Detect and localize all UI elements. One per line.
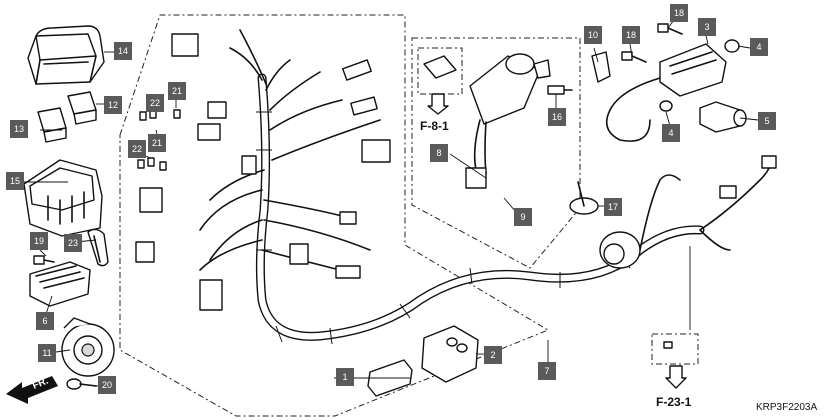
svg-text:17: 17 xyxy=(608,202,618,212)
harness-connectors xyxy=(135,33,391,311)
callout-2: 2 xyxy=(484,346,502,364)
relay-12 xyxy=(67,91,97,125)
svg-text:22: 22 xyxy=(132,144,142,154)
callout-20: 20 xyxy=(98,376,116,394)
svg-text:21: 21 xyxy=(152,138,162,148)
callout-18b: 18 xyxy=(622,26,640,44)
callout-6: 6 xyxy=(36,312,54,330)
callout-13: 13 xyxy=(10,120,28,138)
svg-text:1: 1 xyxy=(342,372,347,382)
harness-boot xyxy=(599,231,641,269)
diagram-code: KRP3F2203A xyxy=(756,402,817,413)
ignition-coil xyxy=(591,23,747,142)
callout-4b: 4 xyxy=(662,124,680,142)
callout-22b: 22 xyxy=(128,140,146,158)
callout-8: 8 xyxy=(430,144,448,162)
svg-text:6: 6 xyxy=(42,316,47,326)
ignition-switch-outline xyxy=(411,37,581,269)
svg-text:16: 16 xyxy=(552,112,562,122)
regulator-rectifier xyxy=(29,261,91,307)
svg-text:10: 10 xyxy=(588,30,598,40)
ref-label-f231: F-23-1 xyxy=(656,395,692,409)
svg-text:15: 15 xyxy=(10,176,20,186)
callout-4a: 4 xyxy=(750,38,768,56)
callout-14: 14 xyxy=(114,42,132,60)
callout-11: 11 xyxy=(38,344,56,362)
callout-5: 5 xyxy=(758,112,776,130)
leader-lines xyxy=(24,19,759,387)
svg-text:19: 19 xyxy=(34,236,44,246)
ref-arrow-f81 xyxy=(427,93,449,115)
callout-10: 10 xyxy=(584,26,602,44)
callout-21a: 21 xyxy=(168,82,186,100)
part-2-control-unit xyxy=(421,325,479,383)
fuse-box xyxy=(23,159,103,237)
svg-text:12: 12 xyxy=(108,100,118,110)
svg-text:18: 18 xyxy=(626,30,636,40)
svg-text:2: 2 xyxy=(490,350,495,360)
svg-text:7: 7 xyxy=(544,366,549,376)
front-direction-arrow: FR. xyxy=(6,375,58,404)
callout-7: 7 xyxy=(538,362,556,380)
callout-1: 1 xyxy=(336,368,354,386)
right-connectors xyxy=(719,155,777,199)
svg-text:5: 5 xyxy=(764,116,769,126)
main-harness-outline xyxy=(119,14,550,417)
callout-22a: 22 xyxy=(146,94,164,112)
callout-12: 12 xyxy=(104,96,122,114)
svg-text:9: 9 xyxy=(520,212,525,222)
svg-text:21: 21 xyxy=(172,86,182,96)
svg-text:8: 8 xyxy=(436,148,441,158)
callout-16: 16 xyxy=(548,108,566,126)
callout-21b: 21 xyxy=(148,134,166,152)
callout-15: 15 xyxy=(6,172,24,190)
harness-clamp xyxy=(569,181,599,215)
callout-19: 19 xyxy=(30,232,48,250)
svg-text:22: 22 xyxy=(150,98,160,108)
svg-text:14: 14 xyxy=(118,46,128,56)
band-clip xyxy=(87,228,109,267)
bolt-19 xyxy=(33,255,55,265)
svg-text:13: 13 xyxy=(14,124,24,134)
svg-text:4: 4 xyxy=(668,128,673,138)
ignition-switch xyxy=(423,53,573,189)
horn xyxy=(61,317,115,377)
ref-arrow-f231 xyxy=(665,365,687,389)
svg-text:3: 3 xyxy=(704,22,709,32)
svg-text:4: 4 xyxy=(756,42,761,52)
callout-3: 3 xyxy=(698,18,716,36)
callout-23: 23 xyxy=(64,234,82,252)
svg-text:20: 20 xyxy=(102,380,112,390)
callout-17: 17 xyxy=(604,198,622,216)
bolt-f231 xyxy=(663,341,673,349)
ref-label-f81: F-8-1 xyxy=(420,119,449,133)
callout-18a: 18 xyxy=(670,4,688,22)
ref-box-f231 xyxy=(651,333,699,365)
svg-text:11: 11 xyxy=(42,348,51,358)
callout-9: 9 xyxy=(514,208,532,226)
svg-text:23: 23 xyxy=(68,238,78,248)
relay-13 xyxy=(37,107,67,143)
svg-text:18: 18 xyxy=(674,8,684,18)
fuse-box-cover xyxy=(27,25,105,85)
